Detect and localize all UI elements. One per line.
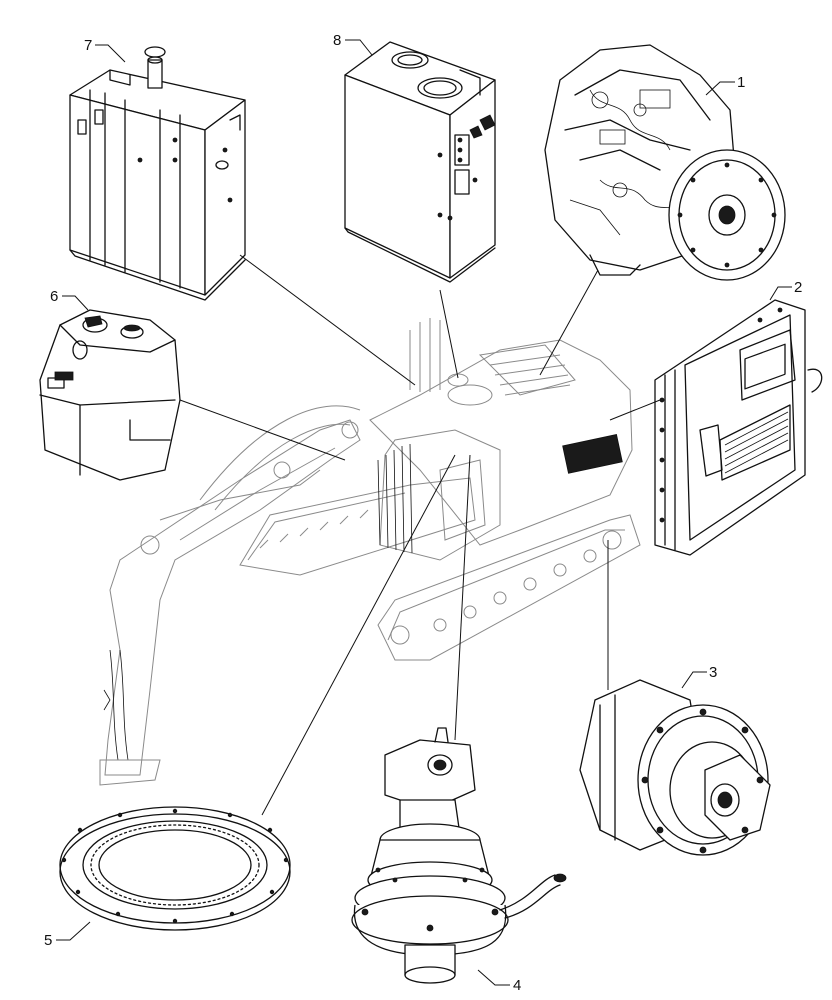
callout-1: 1 — [737, 74, 745, 91]
callout-3: 3 — [709, 664, 717, 681]
callout-6: 6 — [50, 288, 58, 305]
engine-assembly — [544, 44, 786, 281]
radiator — [654, 299, 823, 556]
callout-4: 4 — [513, 977, 521, 994]
def-tank — [39, 309, 181, 481]
callout-5: 5 — [44, 932, 52, 949]
swing-bearing — [59, 806, 291, 931]
travel-motor — [579, 679, 771, 856]
leader-lines — [56, 39, 792, 986]
excavator-outline — [99, 318, 641, 786]
fuel-tank — [69, 46, 246, 301]
callout-2: 2 — [794, 279, 802, 296]
callout-7: 7 — [84, 37, 92, 54]
callout-8: 8 — [333, 32, 341, 49]
hydraulic-tank — [344, 41, 496, 283]
swing-motor — [351, 727, 567, 984]
